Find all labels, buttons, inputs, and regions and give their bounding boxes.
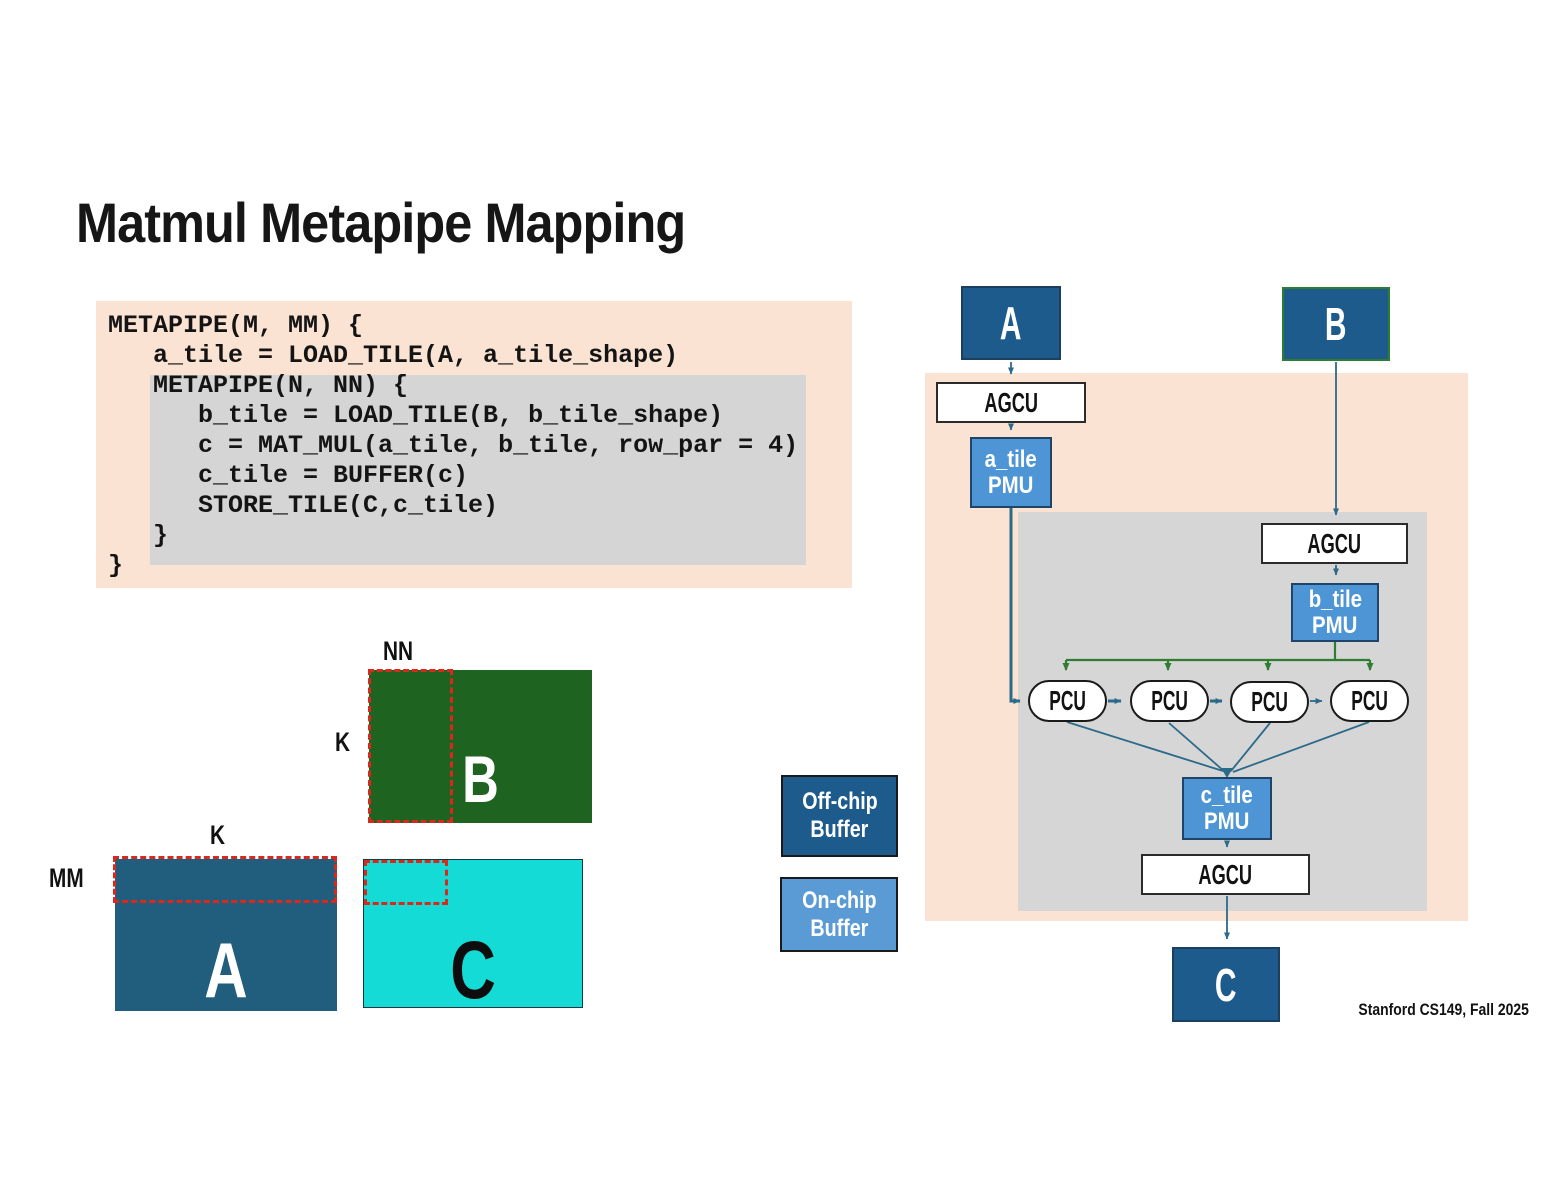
dim-label-nn: NN [383,636,414,666]
dram-b-label: B [1325,298,1347,350]
b-tile-pmu-box: b_tile PMU [1291,583,1379,642]
agcu-a-label: AGCU [984,386,1038,418]
dram-c-label: C [1215,958,1237,1011]
agcu-b-label: AGCU [1307,527,1362,559]
agcu-c-box: AGCU [1141,854,1310,895]
dram-a-label: A [1000,297,1022,349]
matrix-c: C [363,859,583,1012]
a-tile-pmu-line2: PMU [988,471,1034,499]
tile-outline-c [364,860,448,905]
pcu-4-label: PCU [1351,685,1388,716]
agcu-a-box: AGCU [936,382,1086,423]
code-block-inner-scope [150,375,806,565]
pcu-3: PCU [1230,681,1309,723]
tile-outline-a [113,856,337,903]
a-tile-pmu-line1: a_tile [984,445,1038,473]
matrix-c-label: C [450,925,496,1016]
pcu-3-label: PCU [1251,686,1288,717]
c-tile-pmu-line2: PMU [1204,807,1250,835]
dram-b-box: B [1282,287,1390,361]
matrix-a: A [115,859,337,1011]
slide-footer: Stanford CS149, Fall 2025 [1358,1000,1529,1019]
pcu-1-label: PCU [1049,685,1086,716]
legend-offchip-line2: Buffer [810,816,869,843]
pcu-2: PCU [1130,680,1209,722]
dram-c-box: C [1172,947,1280,1022]
b-tile-pmu-line1: b_tile [1308,585,1362,613]
matrix-b-label: B [462,742,499,816]
legend-onchip-line1: On-chip [801,886,877,914]
dim-label-k-b: K [335,727,351,757]
pcu-2-label: PCU [1151,685,1188,716]
dim-label-k-a: K [210,820,226,850]
a-tile-pmu-box: a_tile PMU [970,437,1052,508]
code-block-outer-scope: METAPIPE(M, MM) { a_tile = LOAD_TILE(A, … [96,301,852,588]
b-tile-pmu-line2: PMU [1312,611,1358,639]
matrix-a-label: A [204,926,248,1014]
c-tile-pmu-box: c_tile PMU [1182,777,1272,840]
agcu-c-label: AGCU [1198,858,1253,890]
dim-label-mm: MM [49,863,84,893]
dram-a-box: A [961,286,1061,360]
c-tile-pmu-line1: c_tile [1200,781,1254,809]
pcu-4: PCU [1330,680,1409,722]
legend-offchip-line1: Off-chip [801,788,878,815]
pcu-1: PCU [1028,680,1107,722]
page-title: Matmul Metapipe Mapping [76,191,686,254]
tile-outline-b [368,669,453,823]
legend-onchip-buffer: On-chip Buffer [780,877,898,952]
agcu-b-box: AGCU [1261,523,1408,564]
legend-onchip-line2: Buffer [810,914,868,942]
code-text: METAPIPE(M, MM) { a_tile = LOAD_TILE(A, … [108,311,799,580]
legend-offchip-buffer: Off-chip Buffer [781,775,898,857]
matrix-b: B [369,670,592,823]
